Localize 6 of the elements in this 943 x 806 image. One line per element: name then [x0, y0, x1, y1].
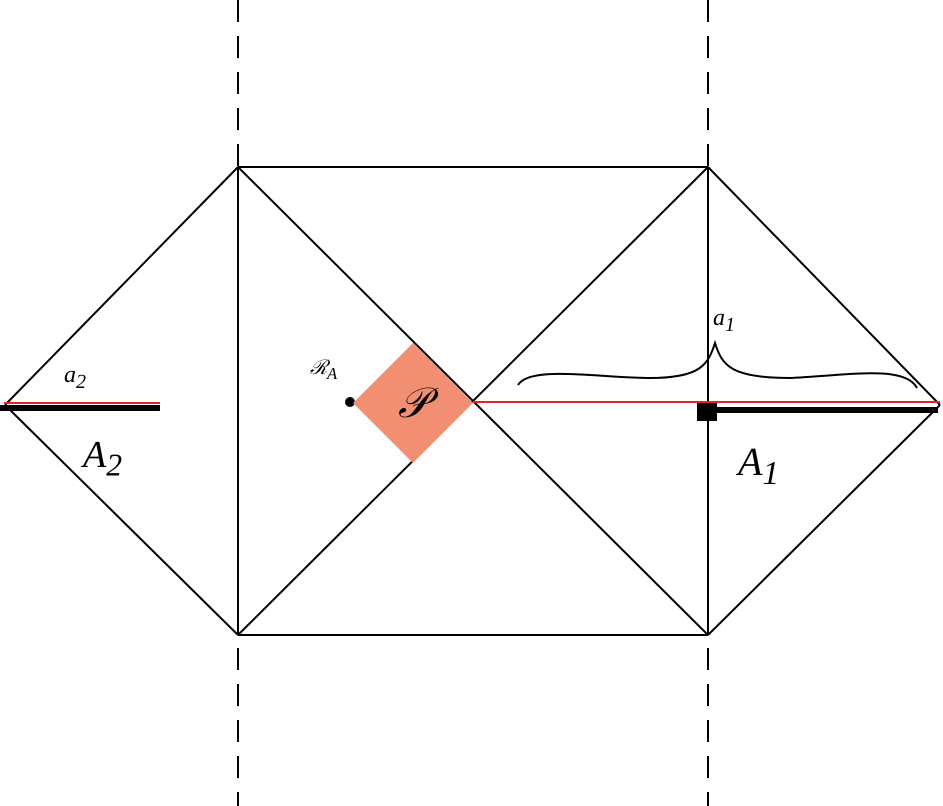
math-label: A$_{2}$ [83, 436, 122, 482]
math-label: A$_{1}$ [738, 442, 780, 490]
math-label: a$_{1}$ [713, 306, 735, 335]
math-label: a$_{2}$ [64, 363, 86, 392]
region-label: 𝒫 [353, 343, 473, 463]
math-label: ℛ$_{A}$ [310, 358, 338, 383]
